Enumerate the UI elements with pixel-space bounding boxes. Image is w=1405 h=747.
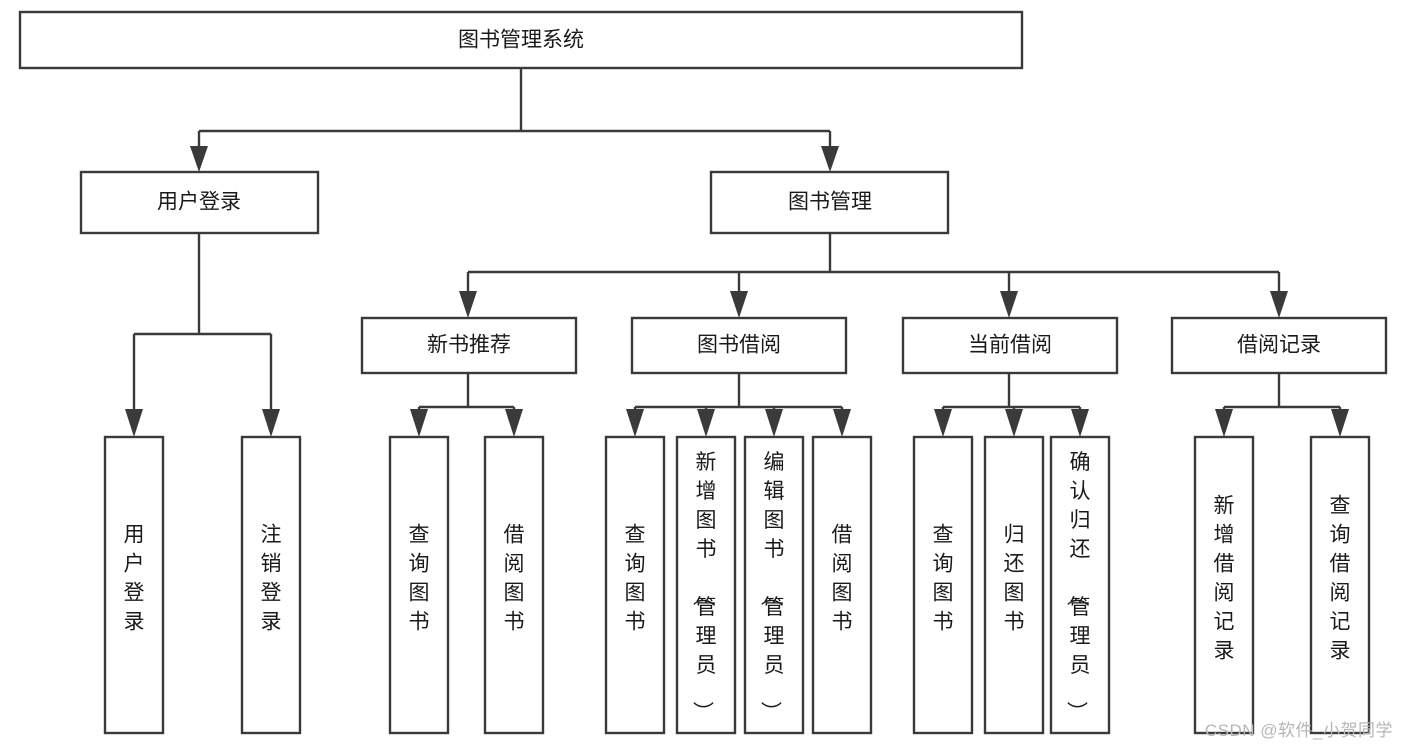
node-user-login[interactable]: 用户登录: [79, 170, 320, 235]
node-leaf-borrow-book-1[interactable]: 借阅图书: [483, 435, 545, 735]
arrow-head-new-book-recommend: [459, 291, 477, 318]
node-leaf-query-record[interactable]: 查询借阅记录: [1309, 435, 1371, 735]
arrow-head-leaf-add-book: [697, 409, 715, 437]
node-root[interactable]: 图书管理系统: [18, 10, 1024, 70]
node-leaf-borrow-book-1-box[interactable]: [483, 435, 545, 735]
node-current-borrow-box[interactable]: [901, 316, 1119, 375]
node-book-borrow-box[interactable]: [630, 316, 848, 375]
node-leaf-return-book-box[interactable]: [983, 435, 1045, 735]
node-book-borrow-label: 图书借阅: [697, 334, 781, 357]
arrow-head-leaf-logout: [262, 409, 280, 437]
node-leaf-edit-book-label: 编辑图书（管理员）: [759, 451, 785, 722]
node-leaf-query-book-1-box[interactable]: [388, 435, 450, 735]
node-borrow-record-box[interactable]: [1170, 316, 1388, 375]
node-leaf-query-book-1[interactable]: 查询图书: [388, 435, 450, 735]
node-leaf-user-login-label: 用户登录: [124, 524, 145, 634]
node-new-book-recommend-label: 新书推荐: [427, 334, 511, 357]
node-new-book-recommend-box[interactable]: [360, 316, 578, 375]
arrow-head-leaf-return-book: [1005, 409, 1023, 437]
connector-layer: [125, 68, 1349, 437]
node-current-borrow-label: 当前借阅: [968, 334, 1052, 357]
node-current-borrow[interactable]: 当前借阅: [901, 316, 1119, 375]
node-leaf-query-book-2-box[interactable]: [604, 435, 666, 735]
node-leaf-borrow-book-2-label: 借阅图书: [832, 524, 853, 634]
arrow-head-leaf-edit-book: [765, 409, 783, 437]
node-book-management-label: 图书管理: [788, 191, 872, 214]
arrow-head-borrow-record: [1270, 291, 1288, 318]
arrow-head-leaf-user-login: [125, 409, 143, 437]
node-leaf-add-book-box[interactable]: [675, 435, 737, 735]
node-borrow-record[interactable]: 借阅记录: [1170, 316, 1388, 375]
node-leaf-query-record-label: 查询借阅记录: [1330, 495, 1351, 663]
node-leaf-confirm-return[interactable]: 确认归还（管理员）: [1049, 435, 1111, 735]
node-leaf-add-record[interactable]: 新增借阅记录: [1193, 435, 1255, 735]
node-leaf-confirm-return-label: 确认归还（管理员）: [1065, 451, 1091, 722]
node-leaf-add-book-label: 新增图书（管理员）: [691, 451, 717, 722]
arrow-head-leaf-query-book-3: [934, 409, 952, 437]
arrow-head-leaf-query-record: [1331, 409, 1349, 437]
node-leaf-edit-book-box[interactable]: [743, 435, 805, 735]
node-leaf-user-login-box[interactable]: [103, 435, 165, 735]
node-root-label: 图书管理系统: [458, 29, 584, 52]
node-book-borrow[interactable]: 图书借阅: [630, 316, 848, 375]
node-borrow-record-label: 借阅记录: [1237, 334, 1321, 357]
node-leaf-logout[interactable]: 注销登录: [240, 435, 302, 735]
arrow-head-book-borrow: [730, 291, 748, 318]
node-leaf-query-book-1-label: 查询图书: [409, 524, 430, 634]
node-leaf-add-book[interactable]: 新增图书（管理员）: [675, 435, 737, 735]
node-new-book-recommend[interactable]: 新书推荐: [360, 316, 578, 375]
arrow-head-user-login: [190, 146, 208, 172]
node-leaf-logout-box[interactable]: [240, 435, 302, 735]
node-leaf-query-book-2-label: 查询图书: [625, 524, 646, 634]
arrow-head-book-management: [821, 146, 839, 172]
arrow-head-leaf-borrow-book-2: [833, 409, 851, 437]
node-user-login-box[interactable]: [79, 170, 320, 235]
node-leaf-user-login[interactable]: 用户登录: [103, 435, 165, 735]
arrow-head-leaf-query-book-1: [410, 409, 428, 437]
node-leaf-query-book-3-box[interactable]: [912, 435, 974, 735]
node-leaf-query-book-3[interactable]: 查询图书: [912, 435, 974, 735]
arrow-head-leaf-add-record: [1215, 409, 1233, 437]
node-book-management-box[interactable]: [709, 170, 950, 235]
node-user-login-label: 用户登录: [157, 191, 241, 214]
node-leaf-query-record-box[interactable]: [1309, 435, 1371, 735]
node-leaf-borrow-book-1-label: 借阅图书: [504, 524, 525, 634]
node-root-box[interactable]: [18, 10, 1024, 70]
node-leaf-add-record-label: 新增借阅记录: [1214, 495, 1235, 663]
node-leaf-borrow-book-2-box[interactable]: [811, 435, 873, 735]
arrow-head-leaf-borrow-book-1: [505, 409, 523, 437]
node-book-management[interactable]: 图书管理: [709, 170, 950, 235]
node-leaf-confirm-return-box[interactable]: [1049, 435, 1111, 735]
node-leaf-borrow-book-2[interactable]: 借阅图书: [811, 435, 873, 735]
node-leaf-logout-label: 注销登录: [261, 524, 282, 634]
node-leaf-return-book-label: 归还图书: [1004, 524, 1025, 634]
arrow-head-leaf-confirm-return: [1071, 409, 1089, 437]
node-leaf-return-book[interactable]: 归还图书: [983, 435, 1045, 735]
node-leaf-add-record-box[interactable]: [1193, 435, 1255, 735]
node-leaf-query-book-2[interactable]: 查询图书: [604, 435, 666, 735]
node-leaf-edit-book[interactable]: 编辑图书（管理员）: [743, 435, 805, 735]
arrow-head-leaf-query-book-2: [626, 409, 644, 437]
arrow-head-current-borrow: [1000, 291, 1018, 318]
node-leaf-query-book-3-label: 查询图书: [933, 524, 954, 634]
